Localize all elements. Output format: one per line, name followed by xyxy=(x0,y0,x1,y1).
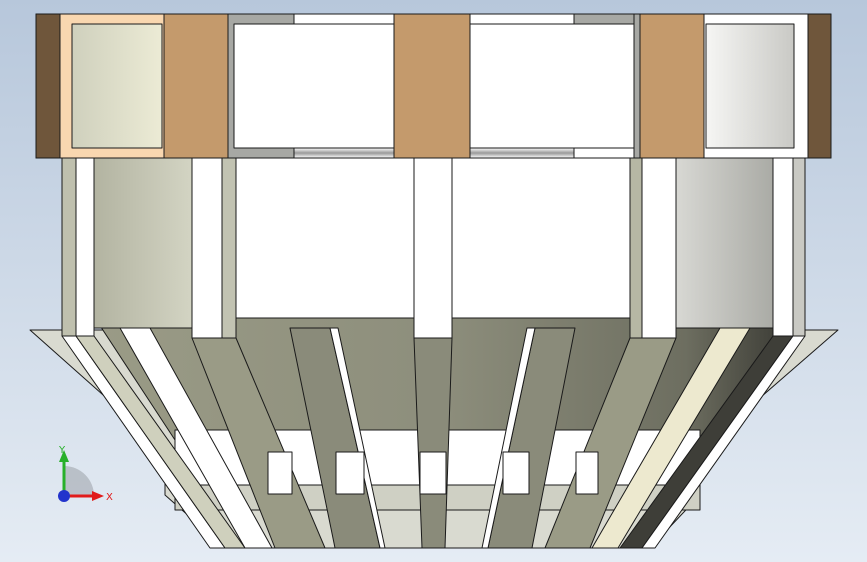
rib-left-outer-white xyxy=(75,157,95,337)
ring-tab-3 xyxy=(419,451,447,495)
fin-right-4 xyxy=(544,337,677,549)
triad-x-arrow-icon xyxy=(92,491,104,501)
top-slit-right xyxy=(469,147,575,159)
triad-z-axis-icon xyxy=(58,490,70,502)
rib-left-inner-shade xyxy=(221,157,237,339)
fin-left-3 xyxy=(119,327,273,549)
fin-right-3 xyxy=(591,327,751,549)
triad-plane-icon xyxy=(64,466,94,496)
top-brown-right xyxy=(807,13,832,159)
ring-tab-4 xyxy=(502,451,530,495)
rib-left-outer xyxy=(61,157,77,337)
triad-y-arrow-icon xyxy=(59,450,69,462)
rib-right-inner xyxy=(641,157,677,339)
rib-left-inner xyxy=(191,157,223,339)
rib-right-inner-shade xyxy=(629,157,643,339)
ring-tab-1 xyxy=(267,451,293,495)
top-slit-left xyxy=(293,147,395,159)
part-model[interactable] xyxy=(29,13,839,549)
triad-x-label: X xyxy=(106,492,113,503)
fin-left-4 xyxy=(191,337,326,549)
rib-right-outer-shade xyxy=(792,157,806,337)
top-gray-right-side xyxy=(633,13,641,159)
fin-center xyxy=(413,337,453,549)
top-tan-right xyxy=(639,13,705,159)
top-tan-left xyxy=(163,13,229,159)
top-gray-right xyxy=(573,13,641,25)
reference-triad: Y X xyxy=(58,445,113,503)
top-window-right xyxy=(469,23,635,149)
fin-right-5-edge xyxy=(481,327,536,549)
ring-tab-5 xyxy=(575,451,599,495)
rib-right-outer xyxy=(772,157,794,337)
top-tan-center xyxy=(393,13,471,159)
rib-center xyxy=(413,157,453,339)
top-panel-left xyxy=(71,23,163,149)
triad-y-label: Y xyxy=(58,445,66,456)
top-brown-left xyxy=(35,13,61,159)
top-window-left xyxy=(233,23,395,149)
ring-tab-2 xyxy=(335,451,365,495)
fin-right-1 xyxy=(641,335,806,549)
top-panel-right xyxy=(705,23,795,149)
